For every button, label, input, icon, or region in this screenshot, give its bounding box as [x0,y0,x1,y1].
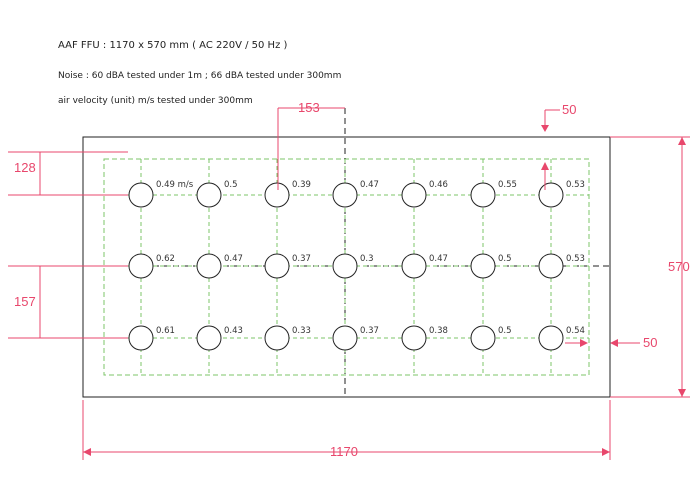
velocity-value: 0.38 [429,326,448,336]
dim-width: 1170 [82,400,611,460]
measure-point [128,182,154,208]
velocity-value: 0.39 [292,180,311,190]
measure-point [470,325,496,351]
velocity-value: 0.62 [156,254,175,264]
dim-margin-right-label: 50 [643,335,657,350]
velocity-value: 0.53 [566,254,585,264]
measure-point [470,182,496,208]
measure-point [401,253,427,279]
dim-row-spacing-label: 157 [14,294,36,309]
dim-col-offset-label: 153 [298,100,320,115]
filter-boundary [103,158,590,376]
measure-point [332,325,358,351]
velocity-value: 0.37 [360,326,379,336]
velocity-value: 0.49 m/s [156,180,194,190]
velocity-value: 0.47 [360,180,379,190]
velocity-value: 0.47 [429,254,448,264]
measure-point [196,253,222,279]
dim-top-offset-label: 128 [14,160,36,175]
velocity-value: 0.54 [566,326,585,336]
measure-point [128,325,154,351]
velocity-value: 0.33 [292,326,311,336]
velocity-value: 0.5 [498,326,512,336]
dim-margin-top-label: 50 [562,102,576,117]
measure-point [196,325,222,351]
velocity-value: 0.46 [429,180,448,190]
dim-height: 570 [610,136,690,398]
velocity-value: 0.47 [224,254,243,264]
measure-point [538,325,564,351]
note-model: AAF FFU : 1170 x 570 mm ( AC 220V / 50 H… [58,40,288,51]
dim-width-label: 1170 [330,444,358,459]
measure-point [538,182,564,208]
note-noise: Noise : 60 dBA tested under 1m ; 66 dBA … [58,71,341,81]
measure-point [264,253,290,279]
measure-point [264,325,290,351]
dim-col-offset: 153 [277,100,345,190]
measure-point [538,253,564,279]
dim-margin-top: 50 [541,102,576,190]
measure-point [264,182,290,208]
measurement-grid: 0.49 m/s 0.5 0.39 0.47 0.46 0.55 0.53 0.62 0.47 0… [104,159,589,375]
measure-point [332,182,358,208]
measure-point [332,253,358,279]
note-velocity: air velocity (unit) m/s tested under 300… [58,96,253,106]
velocity-value: 0.3 [360,254,374,264]
dim-row-spacing: 157 [8,265,128,339]
measure-point [128,253,154,279]
measure-point [470,253,496,279]
velocity-value: 0.43 [224,326,243,336]
measure-point [401,325,427,351]
velocity-value: 0.5 [498,254,512,264]
velocity-value: 0.37 [292,254,311,264]
velocity-value: 0.55 [498,180,517,190]
dim-height-label: 570 [668,259,690,274]
measure-point [401,182,427,208]
ffu-outline [82,136,611,398]
measure-point [196,182,222,208]
dim-top-offset: 128 [8,151,128,196]
dim-margin-right: 50 [565,335,657,350]
velocity-value: 0.5 [224,180,238,190]
velocity-value: 0.61 [156,326,175,336]
velocity-value: 0.53 [566,180,585,190]
